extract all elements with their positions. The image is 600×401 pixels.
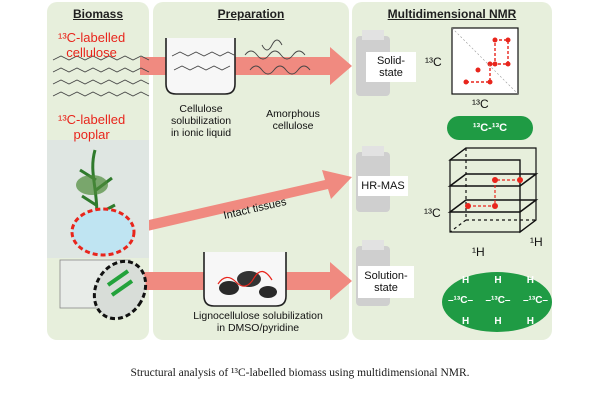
beaker-ionic-liquid [165, 38, 236, 95]
hr-mas-label: HR-MAS [358, 176, 408, 196]
figure-caption: Structural analysis of ¹³C-labelled biom… [130, 367, 470, 379]
lignocellulose-label: Lignocellulose solubilization in DMSO/py… [193, 310, 323, 334]
solubilization-label: Cellulose solubilization in ionic liquid [170, 103, 232, 139]
axis-h1-3d-bottom: ¹H [472, 245, 485, 259]
molecule-h: H [494, 275, 502, 286]
axis-h1-3d-right: ¹H [530, 235, 543, 249]
cellulose-chain [52, 55, 150, 97]
molecule-h: H [462, 316, 470, 327]
molecule-h-bottom: H H H [462, 316, 534, 327]
molecule-h: H [526, 275, 534, 286]
preparation-title: Preparation [217, 7, 285, 21]
nmr-title: Multidimensional NMR [387, 7, 517, 21]
molecule-h: H [494, 316, 502, 327]
lignocellulose-clumps [217, 270, 277, 298]
molecule-c: –¹³C– [448, 295, 474, 306]
axis-c13-3d: ¹³C [424, 206, 441, 220]
poplar-label: ¹³C-labelled poplar [58, 112, 126, 142]
molecule-c: –¹³C– [522, 295, 548, 306]
spectrum-3d-cube [447, 147, 539, 234]
molecule-chain: –¹³C– –¹³C– –¹³C– [448, 295, 548, 306]
molecule-ellipse [442, 272, 552, 332]
arrow-solid-state [140, 47, 352, 85]
arrow-intact-tissues [140, 170, 352, 232]
solid-state-label: Solid- state [366, 52, 416, 82]
cc-label-pill: ¹³C-¹³C [447, 116, 533, 140]
tissue-highlight [70, 207, 136, 257]
spectrum-3d-peaks [465, 177, 523, 209]
amorphous-cellulose [244, 39, 311, 75]
axis-c13-2d-y: ¹³C [425, 55, 442, 69]
molecule-h: H [462, 275, 470, 286]
solution-state-label: Solution- state [358, 266, 414, 298]
spectrum-2d-peaks-path [466, 39, 509, 83]
spectrum-2d-peaks [463, 37, 511, 85]
molecule-h: H [526, 316, 534, 327]
poplar-leaves [76, 175, 108, 195]
biomass-title: Biomass [72, 7, 124, 21]
amorphous-label: Amorphous cellulose [266, 108, 320, 132]
cellulose-label: ¹³C-labelled cellulose [58, 30, 126, 60]
molecule-c: –¹³C– [485, 295, 511, 306]
axis-c13-2d-x: ¹³C [472, 97, 489, 111]
molecule-h-top: H H H [462, 275, 534, 286]
